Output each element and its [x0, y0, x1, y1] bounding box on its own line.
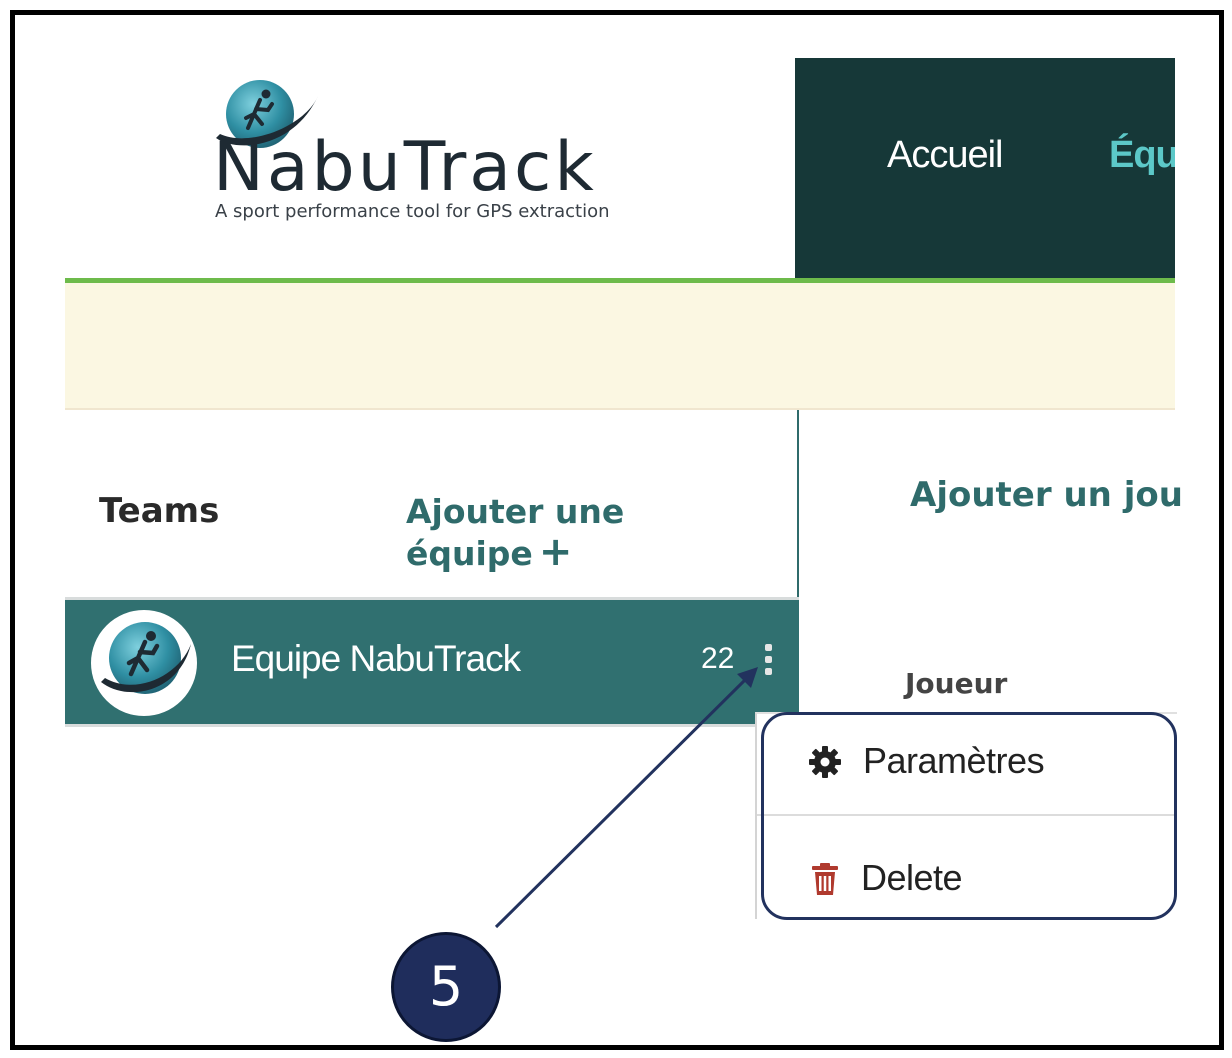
step-number-badge: 5 [391, 932, 501, 1042]
gear-icon [809, 746, 841, 778]
settings-label: Paramètres [863, 740, 1045, 781]
kebab-menu-icon[interactable] [765, 644, 775, 678]
logo[interactable]: NabuTrack A sport performance tool for G… [65, 58, 795, 278]
add-team-link[interactable]: Ajouter une équipe+ [406, 491, 666, 574]
kebab-dot [765, 668, 772, 675]
teams-heading: Teams [99, 491, 220, 531]
trash-icon [812, 863, 838, 895]
panel-divider [797, 410, 799, 600]
team-name: Equipe NabuTrack [231, 638, 521, 679]
add-player-link[interactable]: Ajouter un jou [910, 475, 1183, 515]
logo-wordmark: NabuTrack [213, 128, 597, 207]
team-player-count: 22 [701, 642, 735, 675]
kebab-dot [765, 644, 772, 651]
screenshot-frame: NabuTrack A sport performance tool for G… [10, 10, 1224, 1050]
delete-label: Delete [861, 857, 963, 898]
divider [65, 724, 799, 727]
plus-icon: + [538, 529, 573, 575]
team-row[interactable]: Equipe NabuTrack 22 [65, 600, 799, 724]
top-navbar: Accueil Équ [795, 58, 1175, 278]
runner-globe-icon [101, 622, 191, 694]
divider [65, 597, 799, 600]
player-field-label: Joueur [905, 667, 1008, 700]
nav-item-accueil[interactable]: Accueil [887, 134, 1003, 176]
nav-item-equipes[interactable]: Équ [1109, 134, 1175, 176]
logo-tagline: A sport performance tool for GPS extract… [215, 201, 610, 222]
runner-globe-icon [216, 80, 318, 148]
delete-menu-item[interactable]: Delete [757, 817, 1177, 917]
add-team-label: Ajouter une équipe [406, 492, 625, 573]
header-accent-line [65, 278, 1175, 283]
team-options-dropdown: Paramètres Delete [755, 712, 1177, 919]
info-banner [65, 283, 1175, 410]
kebab-dot [765, 656, 772, 663]
settings-menu-item[interactable]: Paramètres [757, 714, 1177, 816]
team-avatar [91, 610, 197, 716]
